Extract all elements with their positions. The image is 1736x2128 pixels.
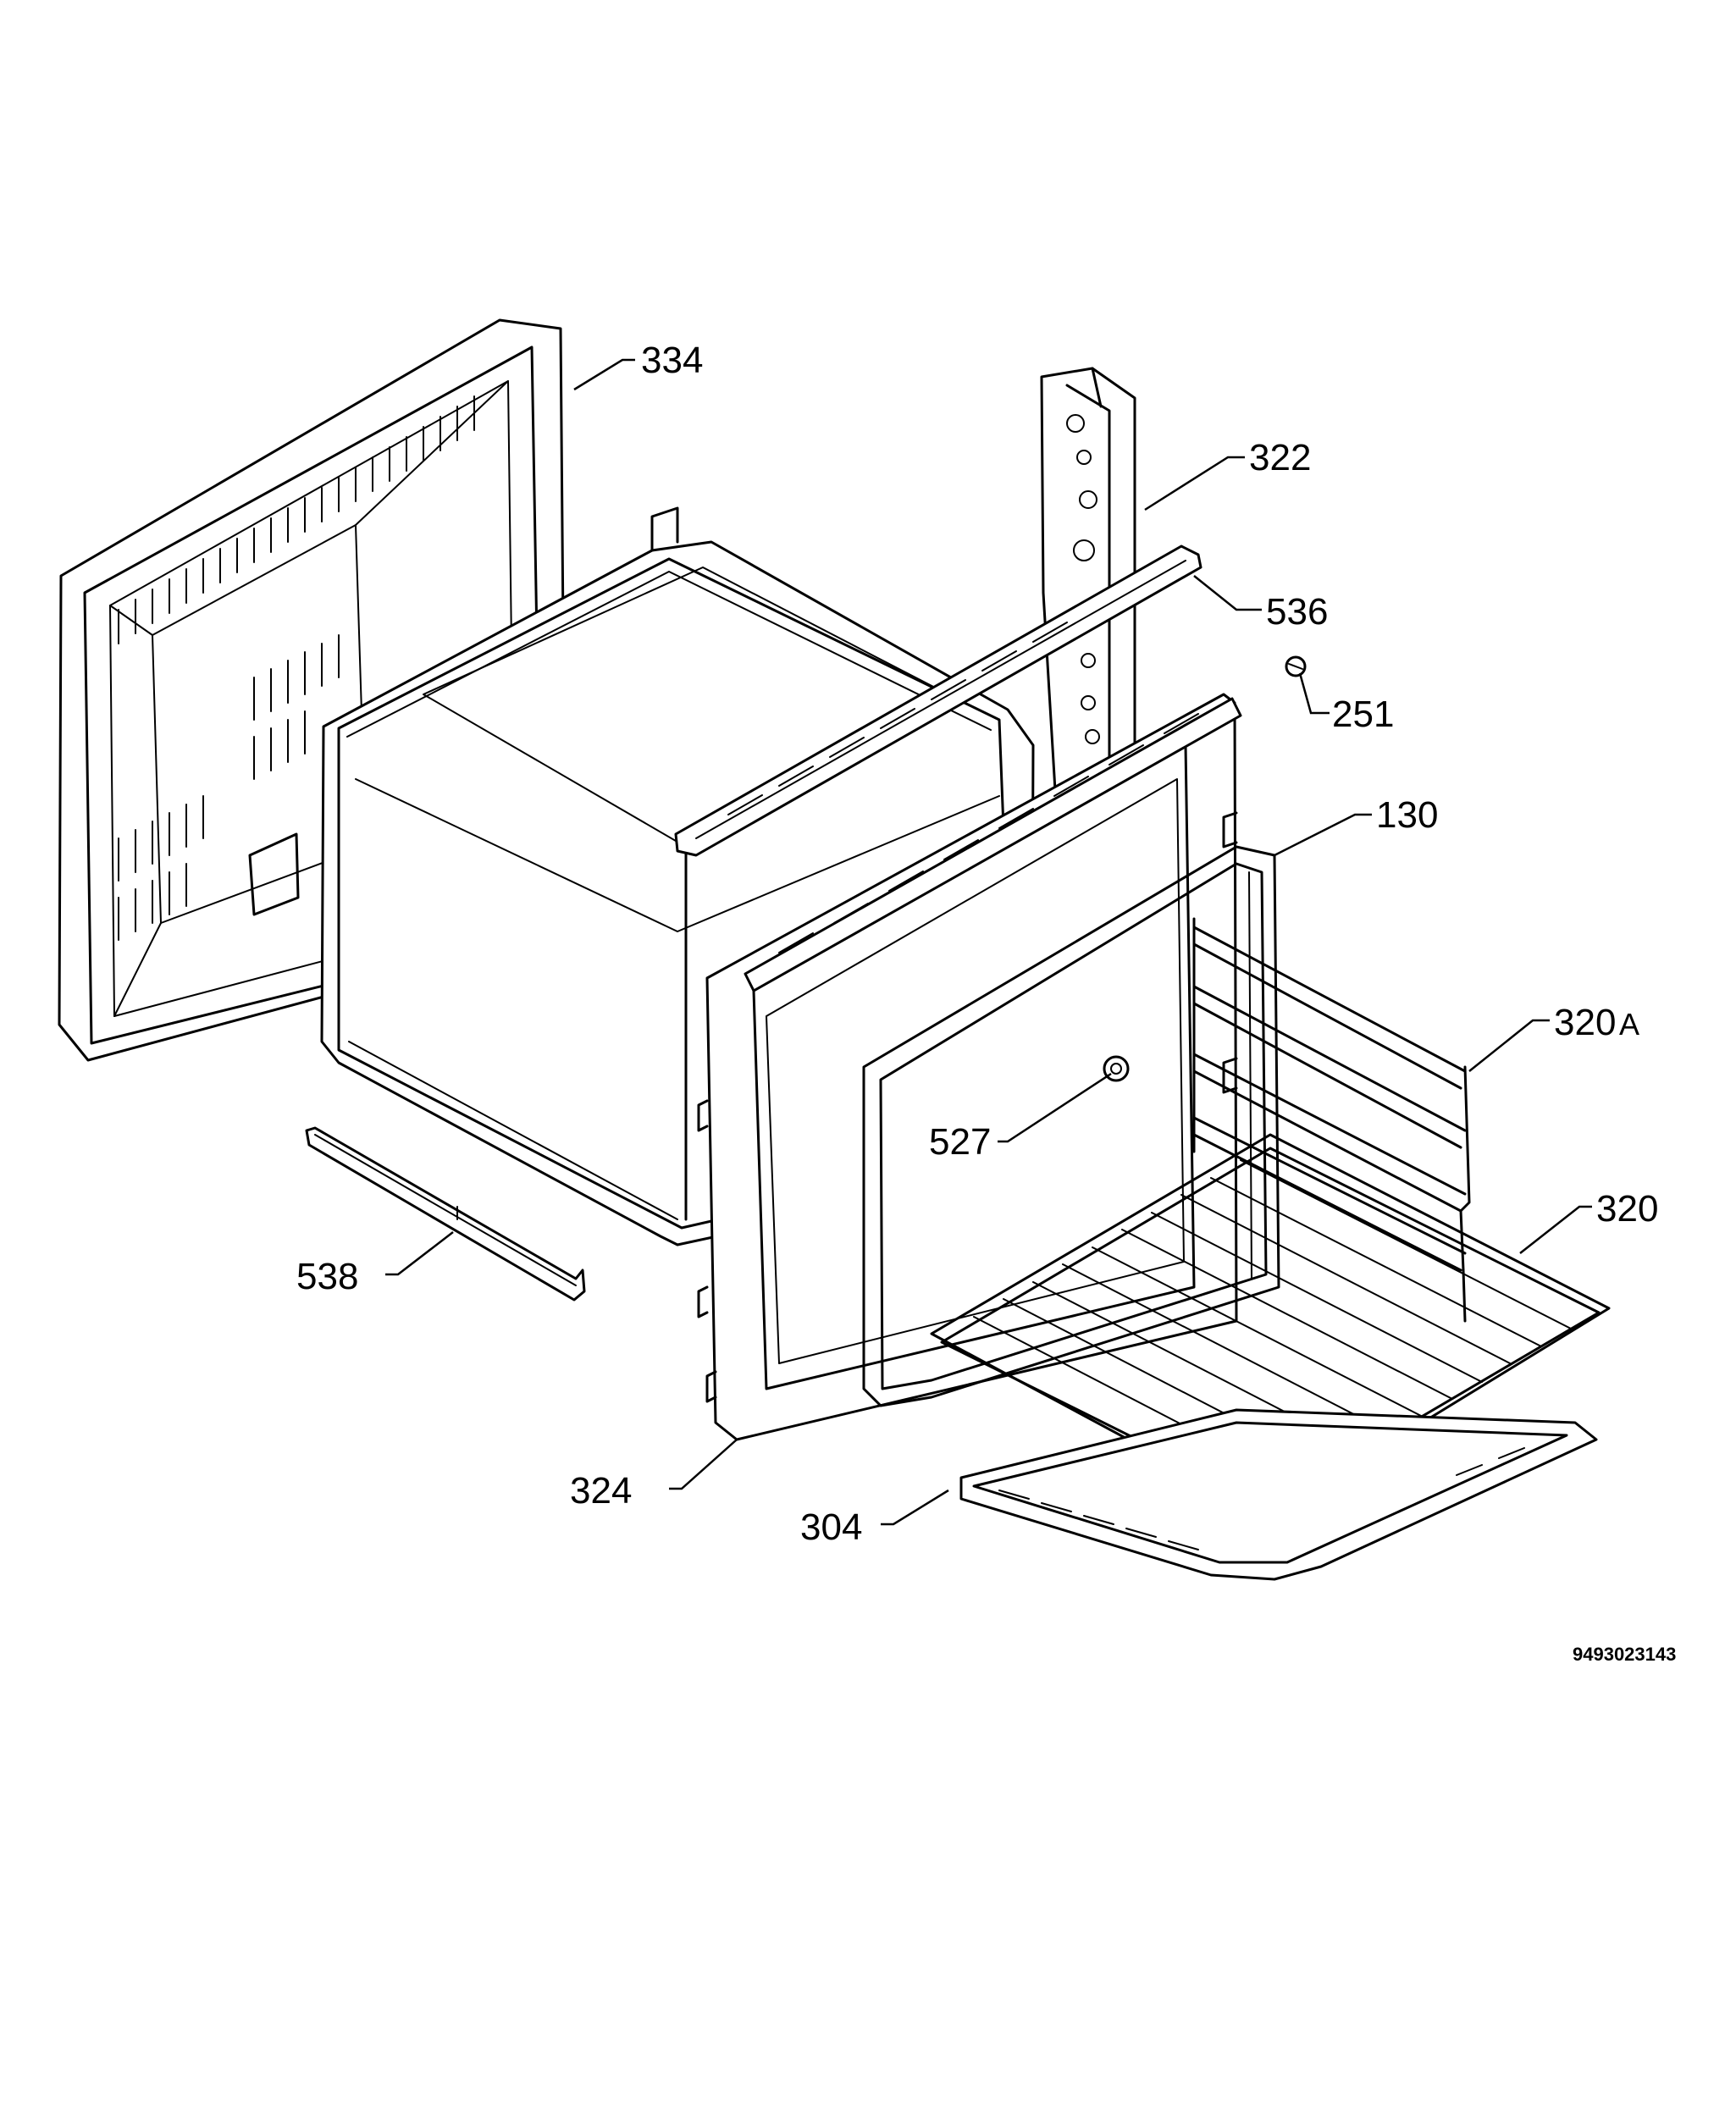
callout-320a-suffix: A [1619,1007,1639,1042]
rear-panel-vent-slots [118,395,475,941]
callout-130: 130 [1376,794,1438,836]
part-538-bottom-rail [305,1126,586,1302]
callout-320a: 320 [1554,1002,1616,1043]
part-320a-shelf-runner [1192,917,1471,1323]
callout-labels: 334 322 536 251 130 320 A 527 320 538 32… [296,340,1676,1665]
callout-536: 536 [1266,591,1328,633]
part-536-top-rod [674,544,1202,857]
leader-lines [385,358,1592,1526]
callout-324: 324 [570,1470,632,1512]
document-number: 9493023143 [1573,1644,1676,1665]
callout-322: 322 [1249,437,1311,478]
part-130-door-seal [862,845,1280,1407]
callout-334: 334 [641,340,703,381]
callout-251: 251 [1332,694,1394,735]
callout-527: 527 [929,1121,991,1163]
part-251-screw [1285,655,1307,677]
part-527-knob [1103,1055,1130,1082]
callout-320: 320 [1596,1188,1658,1230]
callout-304: 304 [800,1506,862,1548]
callout-538: 538 [296,1256,358,1297]
part-304-baking-tray [959,1408,1598,1581]
